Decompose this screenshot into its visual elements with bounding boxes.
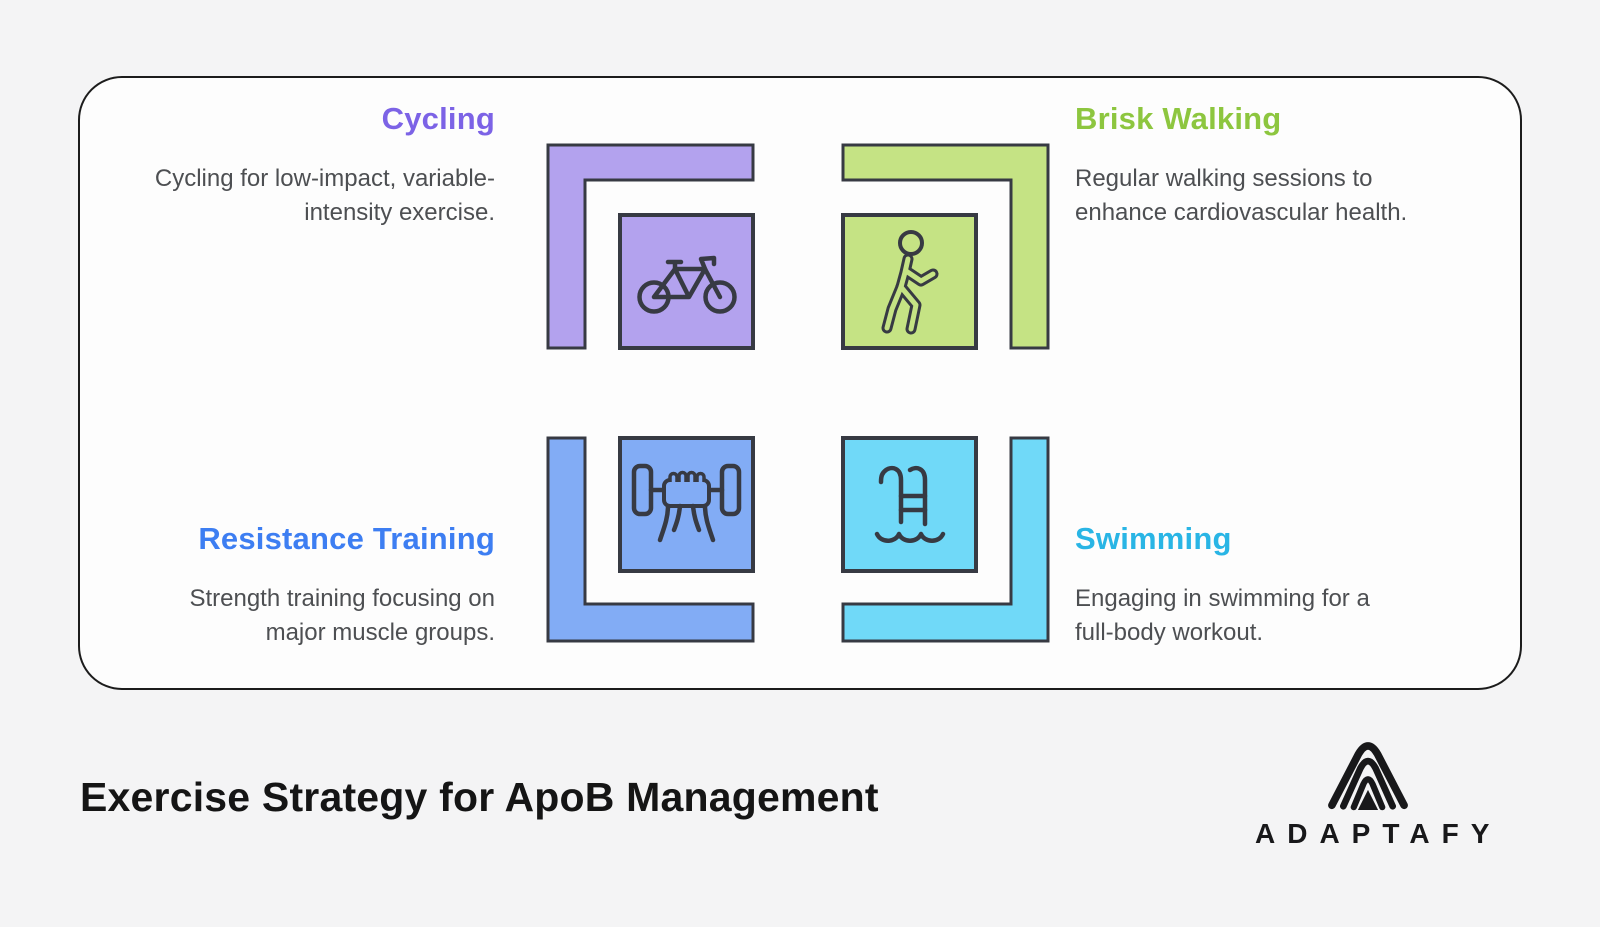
swimming-bracket-shape: [841, 436, 1050, 643]
walking-description: Regular walking sessions to enhance card…: [1075, 165, 1408, 226]
adaptafy-wordmark: ADAPTAFY: [1255, 818, 1502, 849]
walking-bracket-shape: [841, 143, 1050, 350]
content-card: [78, 76, 1522, 690]
resistance-graphic: [546, 436, 755, 643]
resistance-section: Resistance Training Strength training fo…: [95, 520, 495, 650]
cycling-section: Cycling Cycling for low-impact, variable…: [95, 100, 495, 230]
cycling-graphic: [546, 143, 755, 350]
cycling-description: Cycling for low-impact, variable- intens…: [154, 165, 495, 226]
swimming-graphic: [841, 436, 1050, 643]
bicycle-icon: [637, 255, 737, 314]
adaptafy-mark-icon: [1328, 742, 1408, 811]
walking-title: Brisk Walking: [1075, 101, 1282, 136]
swimming-description: Engaging in swimming for a full-body wor…: [1075, 585, 1370, 646]
swimming-title: Swimming: [1075, 521, 1232, 556]
adaptafy-logo: ADAPTAFY: [1243, 735, 1493, 850]
swimming-section: Swimming Engaging in swimming for a full…: [1075, 520, 1475, 650]
swimming-icon-box: [841, 436, 978, 573]
resistance-description: Strength training focusing on major musc…: [189, 585, 495, 646]
cycling-icon-box: [618, 213, 755, 350]
resistance-bracket-shape: [546, 436, 755, 643]
resistance-title: Resistance Training: [198, 521, 495, 556]
cycling-bracket-shape: [546, 143, 755, 350]
walking-person-icon: [881, 230, 939, 335]
page-title: Exercise Strategy for ApoB Management: [80, 774, 879, 820]
walking-graphic: [841, 143, 1050, 350]
walking-section: Brisk Walking Regular walking sessions t…: [1075, 100, 1475, 230]
pool-ladder-icon: [874, 465, 946, 543]
dumbbell-grip-icon: [631, 463, 742, 543]
cycling-title: Cycling: [381, 101, 495, 136]
